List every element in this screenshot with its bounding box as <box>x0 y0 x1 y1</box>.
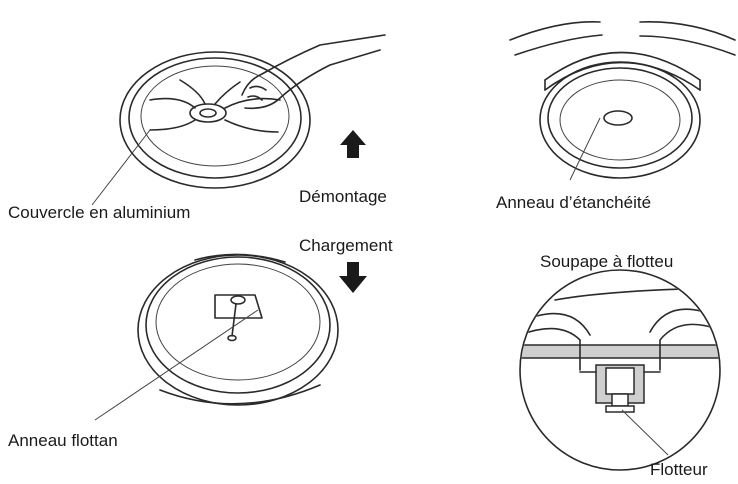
aluminum-lid-illustration <box>92 35 385 205</box>
float-valve-label: Soupape à flotteu <box>540 252 673 272</box>
floating-ring-label: Anneau flottan <box>8 431 118 451</box>
arrow-down-icon <box>339 262 367 293</box>
float-valve-illustration <box>520 270 720 470</box>
disassembly-label: Démontage <box>299 187 387 207</box>
sealing-ring-illustration <box>510 22 735 180</box>
aluminum-lid-label: Couvercle en aluminium <box>8 203 190 223</box>
arrow-up-icon <box>340 130 366 158</box>
floating-ring-illustration <box>95 254 338 420</box>
sealing-ring-label: Anneau d’étanchéité <box>496 193 651 213</box>
loading-label: Chargement <box>299 236 393 256</box>
float-label: Flotteur <box>650 460 708 480</box>
